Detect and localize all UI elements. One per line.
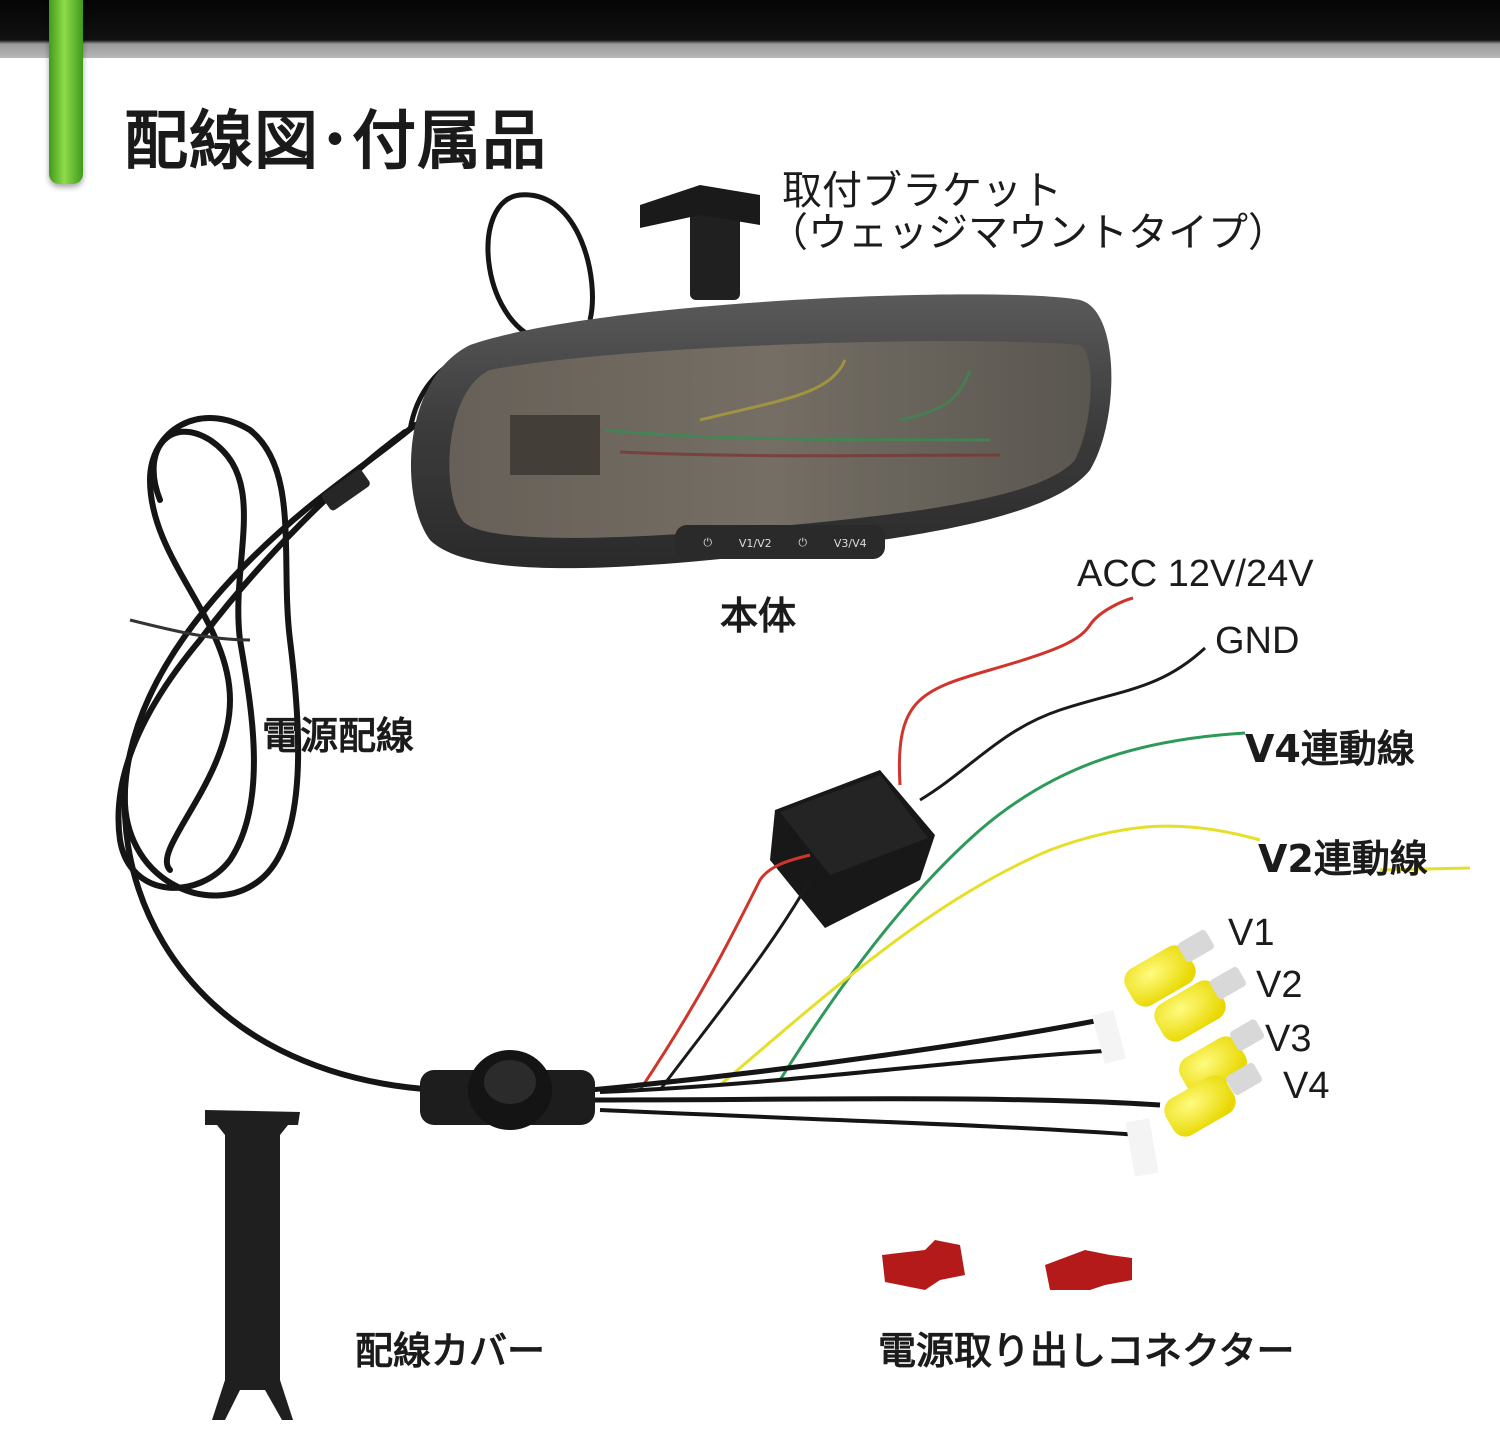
v4-label: V4 xyxy=(1283,1065,1330,1107)
tag-label xyxy=(1091,1010,1127,1064)
body-label: 本体 xyxy=(720,594,797,638)
mirror-body xyxy=(410,294,1112,569)
gnd-label: GND xyxy=(1215,620,1300,662)
top-bar xyxy=(0,0,1500,58)
bracket-type-label: （ウェッジマウントタイプ） xyxy=(768,210,1288,256)
power-button-icon: ⏻ xyxy=(703,536,713,549)
connector-label: 電源取り出しコネクター xyxy=(878,1329,1295,1373)
v3v4-button: V3/V4 xyxy=(833,536,867,550)
v1v2-button: V1/V2 xyxy=(738,536,772,550)
wiring-cover-part xyxy=(205,1110,300,1420)
harness-connector xyxy=(420,1050,595,1130)
rca-plug-v1 xyxy=(1124,929,1214,1007)
tap-connector-1 xyxy=(882,1240,965,1290)
wiring-cover-label: 配線カバー xyxy=(355,1329,546,1373)
rca-plug-v2 xyxy=(1154,966,1246,1042)
v2-link-label: V2連動線 xyxy=(1258,837,1428,881)
rca-plug-v3 xyxy=(1179,1019,1265,1096)
v1-label: V1 xyxy=(1228,912,1275,954)
power-wiring-label: 電源配線 xyxy=(262,714,415,758)
v2-label: V2 xyxy=(1256,964,1303,1006)
accent-stripe xyxy=(49,0,83,184)
cable-plug xyxy=(322,469,370,511)
power-button-icon: ⏻ xyxy=(798,536,808,549)
tap-connector-2 xyxy=(1045,1250,1132,1290)
junction-box xyxy=(770,770,935,928)
page-title: 配線図･付属品 xyxy=(124,105,547,179)
mirror-button-strip: ⏻ V1/V2 ⏻ V3/V4 xyxy=(690,530,880,556)
v4-link-label: V4連動線 xyxy=(1245,727,1415,771)
rca-plug-v4 xyxy=(1164,1062,1262,1137)
v3-label: V3 xyxy=(1265,1018,1312,1060)
power-cable-coil xyxy=(115,415,443,1093)
bracket-label: 取付ブラケット xyxy=(782,168,1062,214)
mount-bracket xyxy=(640,185,760,300)
acc-label: ACC 12V/24V xyxy=(1077,553,1314,595)
tag-label xyxy=(1125,1118,1159,1177)
